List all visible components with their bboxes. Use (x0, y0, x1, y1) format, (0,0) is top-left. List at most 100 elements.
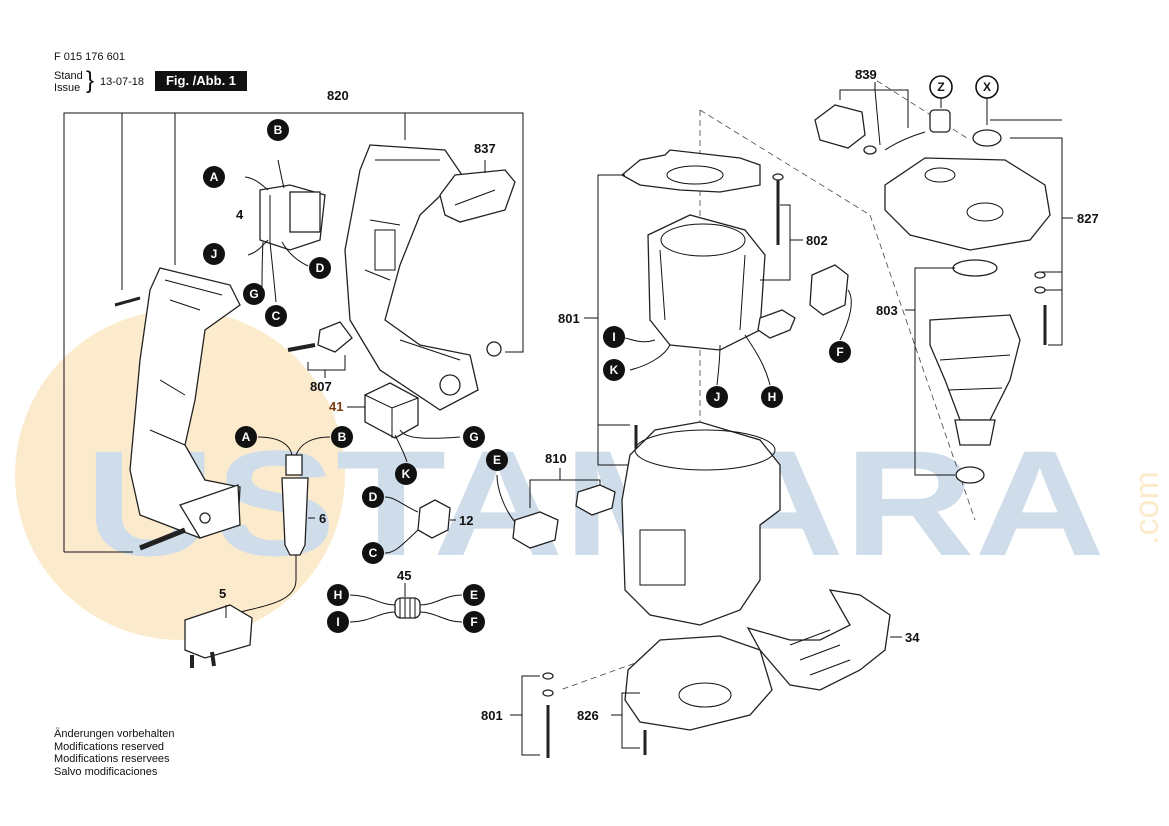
wire-label-a-cord: A (235, 426, 257, 448)
part-810 (496, 468, 616, 549)
part-34 (746, 589, 902, 691)
callout-820: 820 (327, 88, 349, 103)
wire-label-c-cap: C (362, 542, 384, 564)
part-827 (884, 119, 1073, 346)
wire-label-e-brush: E (486, 449, 508, 471)
footer-line: Modifications reservees (54, 753, 170, 766)
svg-text:E: E (493, 453, 501, 467)
svg-text:H: H (334, 588, 343, 602)
svg-text:B: B (338, 430, 347, 444)
wire-label-h-field: H (761, 386, 783, 408)
callout-810: 810 (545, 451, 567, 466)
wire-label-k-field: K (603, 359, 625, 381)
field-coil (619, 214, 771, 386)
wire-label-f-choke: F (463, 611, 485, 633)
callout-6: 6 (319, 511, 326, 526)
wire-label-z: Z (929, 75, 953, 99)
callout-801-top: 801 (558, 311, 580, 326)
part-802 (760, 173, 803, 281)
wire-label-i-field: I (603, 326, 625, 348)
wire-label-g-switch: G (243, 283, 265, 305)
handle-half (114, 267, 241, 551)
power-cord (184, 436, 331, 668)
callout-41: 41 (329, 399, 343, 414)
wire-label-c-switch: C (265, 305, 287, 327)
svg-text:K: K (402, 467, 411, 481)
part-45 (349, 583, 463, 623)
svg-text:C: C (369, 546, 378, 560)
figure-label: Fig. /Abb. 1 (155, 71, 247, 91)
footer-line: Modifications reserved (54, 740, 165, 753)
svg-text:K: K (610, 363, 619, 377)
footer-line: Salvo modificaciones (54, 765, 158, 778)
wire-label-b-cord: B (331, 426, 353, 448)
callout-4: 4 (236, 207, 244, 222)
part-number: F 015 176 601 (54, 51, 125, 63)
callout-801-bottom: 801 (481, 708, 503, 723)
svg-text:G: G (469, 430, 478, 444)
wire-label-f-brush: F (829, 341, 851, 363)
svg-text:E: E (470, 588, 478, 602)
issue-label: Issue (54, 82, 81, 94)
part-12 (384, 496, 456, 554)
issue-date: 13-07-18 (100, 76, 145, 88)
wire-label-x: X (975, 75, 999, 99)
part-837 (439, 160, 516, 223)
callout-802: 802 (806, 233, 828, 248)
part-839 (814, 82, 926, 155)
assembly-axes (559, 69, 976, 691)
wire-label-d-cap: D (362, 486, 384, 508)
part-826 (611, 635, 773, 755)
wire-label-e-choke: E (463, 584, 485, 606)
callout-34: 34 (905, 630, 920, 645)
callout-839: 839 (855, 67, 877, 82)
callout-803: 803 (876, 303, 898, 318)
brace: } (86, 67, 95, 94)
svg-text:Z: Z (937, 80, 944, 94)
footer-line: Änderungen vorbehalten (54, 728, 175, 740)
switch-4 (244, 159, 326, 303)
callout-12: 12 (459, 513, 473, 528)
callout-807: 807 (310, 379, 332, 394)
svg-text:C: C (272, 309, 281, 323)
svg-text:D: D (316, 261, 325, 275)
callout-837: 837 (474, 141, 496, 156)
svg-text:A: A (210, 170, 219, 184)
callout-826: 826 (577, 708, 599, 723)
svg-text:J: J (714, 390, 721, 404)
wire-label-k-supp: K (395, 463, 417, 485)
stand-label: Stand (54, 70, 83, 82)
part-807 (287, 321, 353, 378)
wire-label-b-top: B (267, 119, 289, 141)
part-803 (905, 259, 1021, 484)
top-plate (620, 149, 761, 193)
handle-housing (344, 144, 502, 411)
wire-label-i-choke: I (327, 611, 349, 633)
svg-text:I: I (336, 615, 339, 629)
wire-label-g-supp: G (463, 426, 485, 448)
part-801-bottom (510, 672, 554, 758)
bearings-zx (929, 98, 1002, 147)
wire-label-h-choke: H (327, 584, 349, 606)
brush-holder (757, 264, 852, 341)
motor-housing (621, 421, 781, 626)
svg-text:F: F (836, 345, 843, 359)
svg-text:J: J (211, 247, 218, 261)
svg-text:G: G (249, 287, 258, 301)
svg-text:X: X (983, 80, 991, 94)
callout-827: 827 (1077, 211, 1099, 226)
svg-text:F: F (470, 615, 477, 629)
svg-text:A: A (242, 430, 251, 444)
wire-label-j-switch: J (203, 243, 225, 265)
watermark-suffix: .com (1128, 471, 1166, 545)
wire-label-j-field: J (706, 386, 728, 408)
callout-45: 45 (397, 568, 411, 583)
callout-5: 5 (219, 586, 226, 601)
svg-text:D: D (369, 490, 378, 504)
footer-notes: Änderungen vorbehalten Modifications res… (54, 728, 174, 778)
wire-label-d-switch: D (309, 257, 331, 279)
svg-text:H: H (768, 390, 777, 404)
svg-text:I: I (612, 330, 615, 344)
svg-text:B: B (274, 123, 283, 137)
